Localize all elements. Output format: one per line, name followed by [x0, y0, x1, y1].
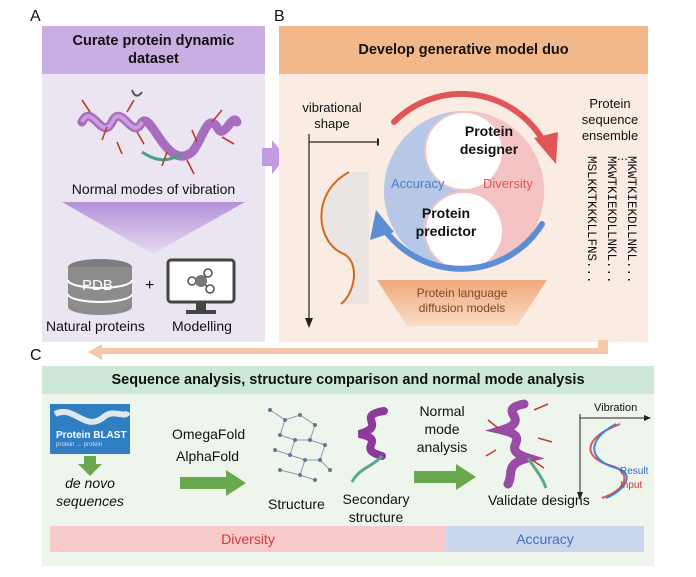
- plm-trapezoid: [377, 280, 547, 326]
- pdb-label: PDB: [82, 277, 113, 294]
- database-icon: [67, 259, 133, 315]
- sequence-3: MSLKKTKKKLLFNS...: [584, 156, 598, 284]
- panel-c-title: Sequence analysis, structure comparison …: [111, 372, 585, 388]
- vibration-shape-plot: [305, 134, 379, 328]
- panel-a-letter: A: [30, 8, 41, 25]
- protein-blast-box: Protein BLAST protein → protein: [50, 404, 130, 454]
- natural-proteins-label: Natural proteins: [46, 318, 145, 334]
- vibration-comparison-plot: [577, 414, 651, 500]
- down-arrow-denovo: [78, 456, 102, 476]
- secondary-label: Secondary structure: [336, 490, 416, 526]
- accuracy-label: Accuracy: [391, 176, 445, 191]
- diversity-bar: Diversity: [50, 526, 446, 552]
- diversity-bar-label: Diversity: [221, 531, 275, 547]
- funnel-triangle: [62, 202, 245, 254]
- result-label: Result: [620, 466, 649, 477]
- accuracy-bar: Accuracy: [446, 526, 644, 552]
- panel-c: Sequence analysis, structure comparison …: [42, 366, 654, 566]
- panel-a-title: Curate protein dynamic dataset: [72, 33, 235, 67]
- validate-helix-image: [484, 399, 553, 489]
- protein-designer-text: Protein designer: [459, 123, 519, 157]
- arrow-b-to-c: [88, 340, 608, 360]
- plm-label: Protein language diffusion models: [397, 286, 527, 316]
- panel-c-letter: C: [30, 347, 42, 364]
- modelling-label: Modelling: [172, 318, 232, 334]
- panel-a-title-box: Curate protein dynamic dataset: [42, 26, 265, 74]
- ensemble-text: Protein sequence ensemble: [581, 96, 639, 143]
- vibrational-shape-text: vibrational shape: [302, 100, 362, 131]
- nma-text: Normal mode analysis: [416, 403, 468, 455]
- accuracy-bar-label: Accuracy: [516, 531, 574, 547]
- validate-label: Validate designs: [488, 492, 590, 508]
- omegafold-label: OmegaFold: [172, 426, 246, 442]
- panel-b-title: Develop generative model duo: [358, 42, 569, 58]
- blue-cycle-arrow: [370, 210, 545, 272]
- panel-b-letter: B: [274, 8, 285, 25]
- protein-designer-label: Protein designer: [449, 122, 529, 158]
- blast-label: Protein BLAST: [56, 430, 127, 441]
- red-cycle-arrow: [391, 90, 558, 164]
- secondary-structure-helix: [350, 407, 388, 483]
- ensemble-ellipsis: ...: [617, 148, 628, 163]
- panel-a: Curate protein dynamic dataset Normal mo…: [42, 26, 265, 342]
- panel-b-title-box: Develop generative model duo: [279, 26, 648, 74]
- plm-text: Protein language diffusion models: [416, 286, 508, 315]
- blast-helix-icon: [53, 409, 130, 425]
- protein-predictor-text: Protein predictor: [415, 205, 477, 239]
- plus-sign: +: [145, 277, 155, 294]
- green-arrow-nma: [414, 464, 476, 490]
- alphafold-label: AlphaFold: [176, 448, 240, 464]
- model-duo-circle: [384, 111, 544, 271]
- nma-label: Normal mode analysis: [412, 402, 472, 456]
- diversity-label: Diversity: [483, 176, 533, 191]
- structure-molecule-image: [268, 408, 332, 482]
- denovo-text: de novo sequences: [56, 475, 124, 509]
- vibrational-shape-label: vibrational shape: [297, 100, 367, 132]
- computer-modelling-icon: [166, 258, 236, 314]
- arrow-a-to-b: [262, 140, 286, 174]
- sequence-1: MKWTKIEKDLLNKL...: [624, 156, 638, 284]
- protein-helix-image: [77, 89, 242, 175]
- vibration-label: Vibration: [594, 402, 638, 414]
- input-label: Input: [620, 480, 643, 491]
- normal-modes-caption: Normal modes of vibration: [71, 181, 236, 197]
- protein-predictor-label: Protein predictor: [407, 204, 485, 240]
- ensemble-label: Protein sequence ensemble: [573, 96, 647, 144]
- green-arrow-fold: [180, 470, 246, 496]
- panel-c-title-box: Sequence analysis, structure comparison …: [42, 366, 654, 394]
- structure-label: Structure: [268, 496, 325, 512]
- sequence-2: MKWTKIEKDLLNKL...: [604, 156, 618, 284]
- denovo-label: de novo sequences: [52, 474, 128, 510]
- panel-b: Develop generative model duo vibrational…: [279, 26, 648, 342]
- secondary-text: Secondary structure: [342, 491, 410, 525]
- blast-sub: protein → protein: [56, 442, 103, 448]
